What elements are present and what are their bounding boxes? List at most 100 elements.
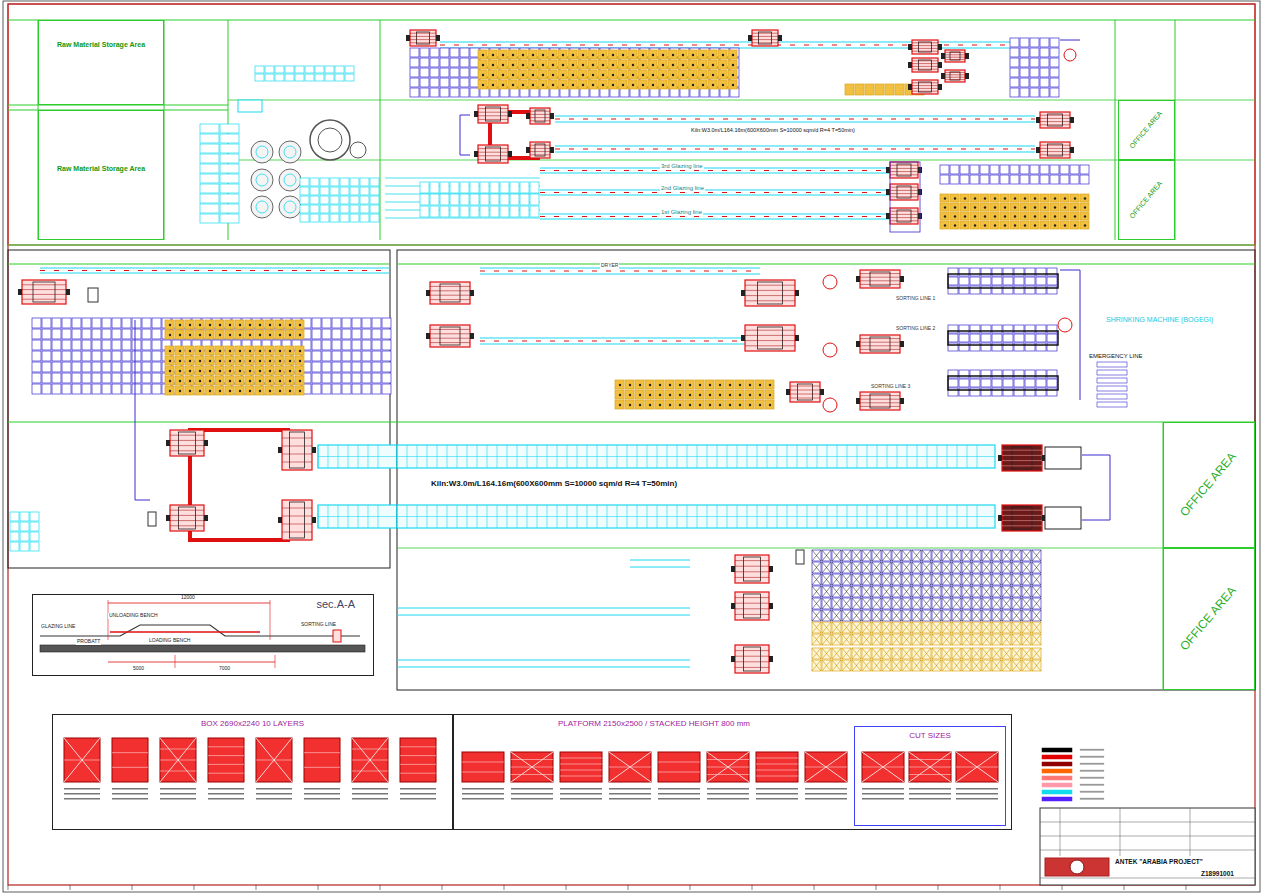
- green-grid-line: [397, 548, 1163, 549]
- grid-cell: [490, 194, 499, 205]
- pallet-dot: [492, 64, 494, 66]
- grid-cell: [235, 366, 244, 375]
- grid-cell: [275, 386, 284, 395]
- pallet-dot: [552, 74, 554, 76]
- machine-body: [282, 430, 312, 470]
- grid-cell: [1036, 379, 1046, 387]
- grid-cell: [235, 346, 244, 355]
- machine-symbol: [731, 645, 773, 673]
- machine-rail: [410, 42, 436, 43]
- pallet-dot: [709, 384, 711, 386]
- pallet-dot: [259, 370, 261, 372]
- emergency-rack: [1097, 386, 1127, 391]
- grid-cell: [165, 356, 174, 365]
- machine-symbol: [731, 592, 773, 620]
- grid-cell: [152, 362, 161, 372]
- grid-cell: [1050, 165, 1059, 174]
- machine-motor: [166, 440, 170, 446]
- pallet-dot: [512, 84, 514, 86]
- pallet-dot: [239, 390, 241, 392]
- transfer-loop: [190, 430, 290, 540]
- grid-cell: [892, 562, 901, 573]
- pallet-dot: [209, 324, 211, 326]
- machine-rail: [860, 406, 900, 407]
- machine-rail: [735, 667, 769, 668]
- grid-cell: [235, 330, 244, 339]
- machine-motor: [769, 603, 773, 609]
- grid-cell: [530, 206, 539, 217]
- machine-body: [790, 382, 820, 402]
- grid-cell: [959, 343, 969, 351]
- machine-symbol: [741, 325, 799, 351]
- pallet-dot: [619, 404, 621, 406]
- pallet-dot: [662, 64, 664, 66]
- grid-cell: [372, 340, 381, 350]
- machine-motor: [778, 35, 782, 41]
- machine-rail: [912, 69, 938, 70]
- grid-cell: [638, 80, 647, 89]
- storage-grid: [948, 370, 1057, 396]
- machine-symbol: [741, 280, 799, 306]
- pallet-dot: [209, 370, 211, 372]
- machine-rail: [735, 614, 769, 615]
- conveyor-line: [540, 194, 890, 195]
- machine-rail: [790, 386, 820, 387]
- grid-cell: [528, 80, 537, 89]
- grid-cell: [959, 388, 969, 396]
- grid-cell: [1014, 277, 1024, 285]
- machine-motor: [820, 389, 824, 395]
- pallet-dot: [279, 370, 281, 372]
- pallet-dot: [709, 394, 711, 396]
- grid-cell: [205, 366, 214, 375]
- grid-cell: [645, 380, 654, 389]
- pallet-dot: [209, 334, 211, 336]
- grid-cell: [882, 586, 891, 597]
- grid-cell: [982, 550, 991, 561]
- grid-cell: [340, 187, 349, 195]
- pallet-dot: [259, 380, 261, 382]
- machine-body: [1002, 505, 1042, 531]
- grid-cell: [372, 351, 381, 361]
- pallet-dot: [1014, 224, 1016, 226]
- machine-body: [745, 325, 795, 351]
- grid-cell: [310, 178, 319, 186]
- grid-cell: [852, 574, 861, 585]
- grid-cell: [470, 206, 479, 217]
- pallet-dot: [629, 394, 631, 396]
- grid-cell: [92, 384, 101, 394]
- pallet-dot: [189, 350, 191, 352]
- pallet-dot: [689, 404, 691, 406]
- machine-motor: [470, 290, 474, 296]
- machine-motor: [965, 73, 969, 79]
- grid-cell: [970, 203, 979, 211]
- pallet-dot: [749, 384, 751, 386]
- grid-cell: [902, 586, 911, 597]
- machine-motor: [908, 84, 912, 90]
- grid-cell: [10, 532, 19, 541]
- grid-cell: [255, 376, 264, 385]
- grid-cell: [588, 50, 597, 59]
- grid-cell: [195, 330, 204, 339]
- machine-rail: [530, 117, 550, 118]
- machine-rail: [890, 220, 918, 221]
- grid-cell: [300, 187, 309, 195]
- control-line: [1110, 455, 1111, 520]
- grid-cell: [352, 318, 361, 328]
- control-line: [135, 500, 150, 501]
- grid-cell: [1080, 221, 1089, 229]
- ball-mill-core: [284, 146, 296, 158]
- pallet-dot: [1014, 215, 1016, 217]
- storage-grid: [410, 48, 739, 97]
- grid-cell: [980, 212, 989, 220]
- grid-cell: [340, 178, 349, 186]
- pallet-dot: [572, 64, 574, 66]
- grid-cell: [992, 343, 1002, 351]
- grid-cell: [340, 196, 349, 204]
- grid-cell: [628, 80, 637, 89]
- grid-cell: [1010, 58, 1019, 67]
- pallet-dot: [1074, 197, 1076, 199]
- grid-cell: [608, 70, 617, 79]
- machine-body: [945, 50, 965, 62]
- pallet-dot: [279, 350, 281, 352]
- grid-cell: [598, 50, 607, 59]
